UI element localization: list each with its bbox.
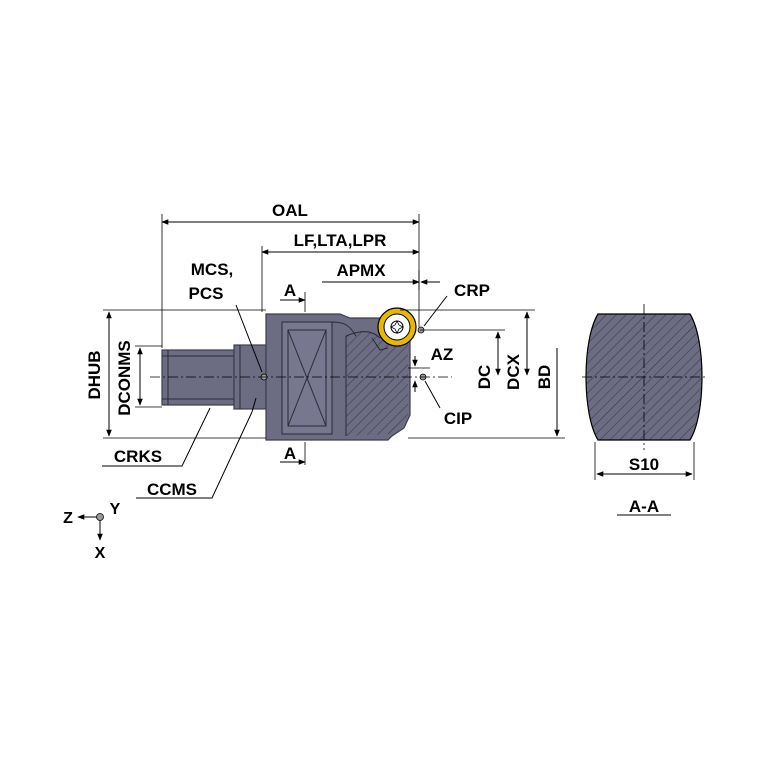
dimensions: [102, 214, 565, 499]
threaded-shank: [161, 349, 235, 406]
axis-triad: [77, 513, 104, 541]
label-oal: OAL: [272, 201, 308, 220]
label-a-bottom: A: [284, 444, 296, 463]
label-apmx: APMX: [336, 261, 386, 280]
label-az: AZ: [431, 345, 454, 364]
label-a-top: A: [284, 281, 296, 300]
label-ccms: CCMS: [147, 480, 197, 499]
thread-lines: [162, 350, 234, 405]
label-mcs: MCS,: [191, 260, 234, 279]
label-dc: DC: [475, 365, 494, 390]
labels: OAL LF,LTA,LPR APMX MCS, PCS A A CRP AZ …: [63, 201, 659, 562]
label-cip: CIP: [444, 409, 472, 428]
label-crks: CRKS: [114, 447, 162, 466]
label-axis-z: Z: [63, 510, 73, 527]
section-a-a: [582, 304, 706, 516]
label-dhub: DHUB: [85, 350, 104, 399]
label-s10: S10: [629, 455, 659, 474]
label-axis-y: Y: [110, 501, 121, 518]
label-dcx: DCX: [504, 353, 523, 390]
section-hatch: [346, 331, 408, 436]
label-crp: CRP: [454, 281, 490, 300]
label-lf-lta-lpr: LF,LTA,LPR: [294, 231, 387, 250]
label-bd: BD: [535, 365, 554, 390]
tool-side-view: [150, 307, 452, 441]
label-dconms: DCONMS: [115, 340, 134, 416]
round-insert: [377, 307, 417, 347]
label-section: A-A: [629, 497, 659, 516]
label-pcs: PCS: [189, 284, 224, 303]
label-axis-x: X: [95, 545, 106, 562]
